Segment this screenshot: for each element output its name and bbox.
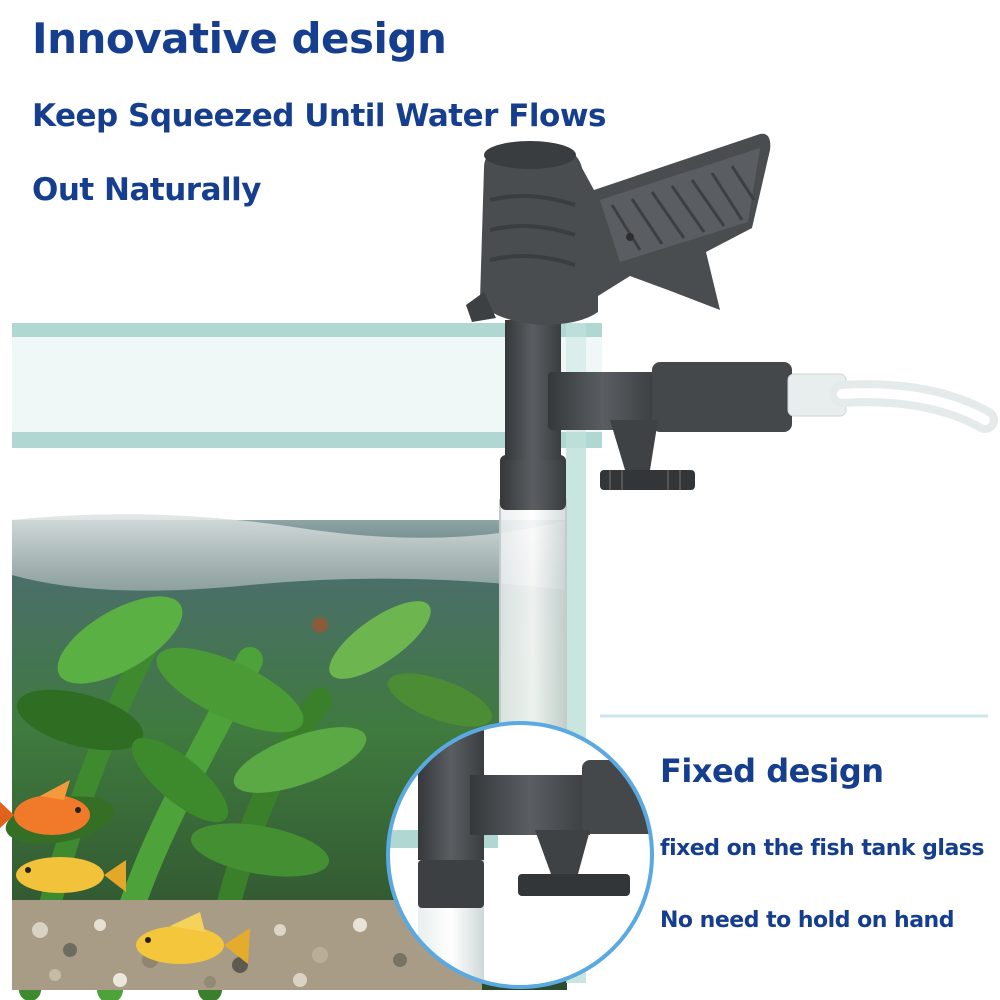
clamp-screw (600, 420, 695, 490)
squeeze-handle (466, 133, 771, 325)
side-outlet (548, 362, 847, 432)
orange-fish (0, 780, 90, 835)
detail-magnifier (386, 721, 654, 989)
headline-line-1: Keep Squeezed Until Water Flows (32, 98, 606, 134)
detail-panel (600, 714, 988, 986)
tube-dark-coupler (500, 455, 566, 510)
water-hose (829, 380, 998, 433)
feature-line-1: fixed on the fish tank glass (660, 836, 985, 861)
headline-title: Innovative design (32, 14, 447, 63)
yellow-fish (136, 912, 250, 964)
feature-title: Fixed design (660, 752, 884, 790)
headline-line-2: Out Naturally (32, 172, 261, 208)
feature-line-2: No need to hold on hand (660, 908, 954, 933)
yellow-fish (16, 857, 126, 893)
